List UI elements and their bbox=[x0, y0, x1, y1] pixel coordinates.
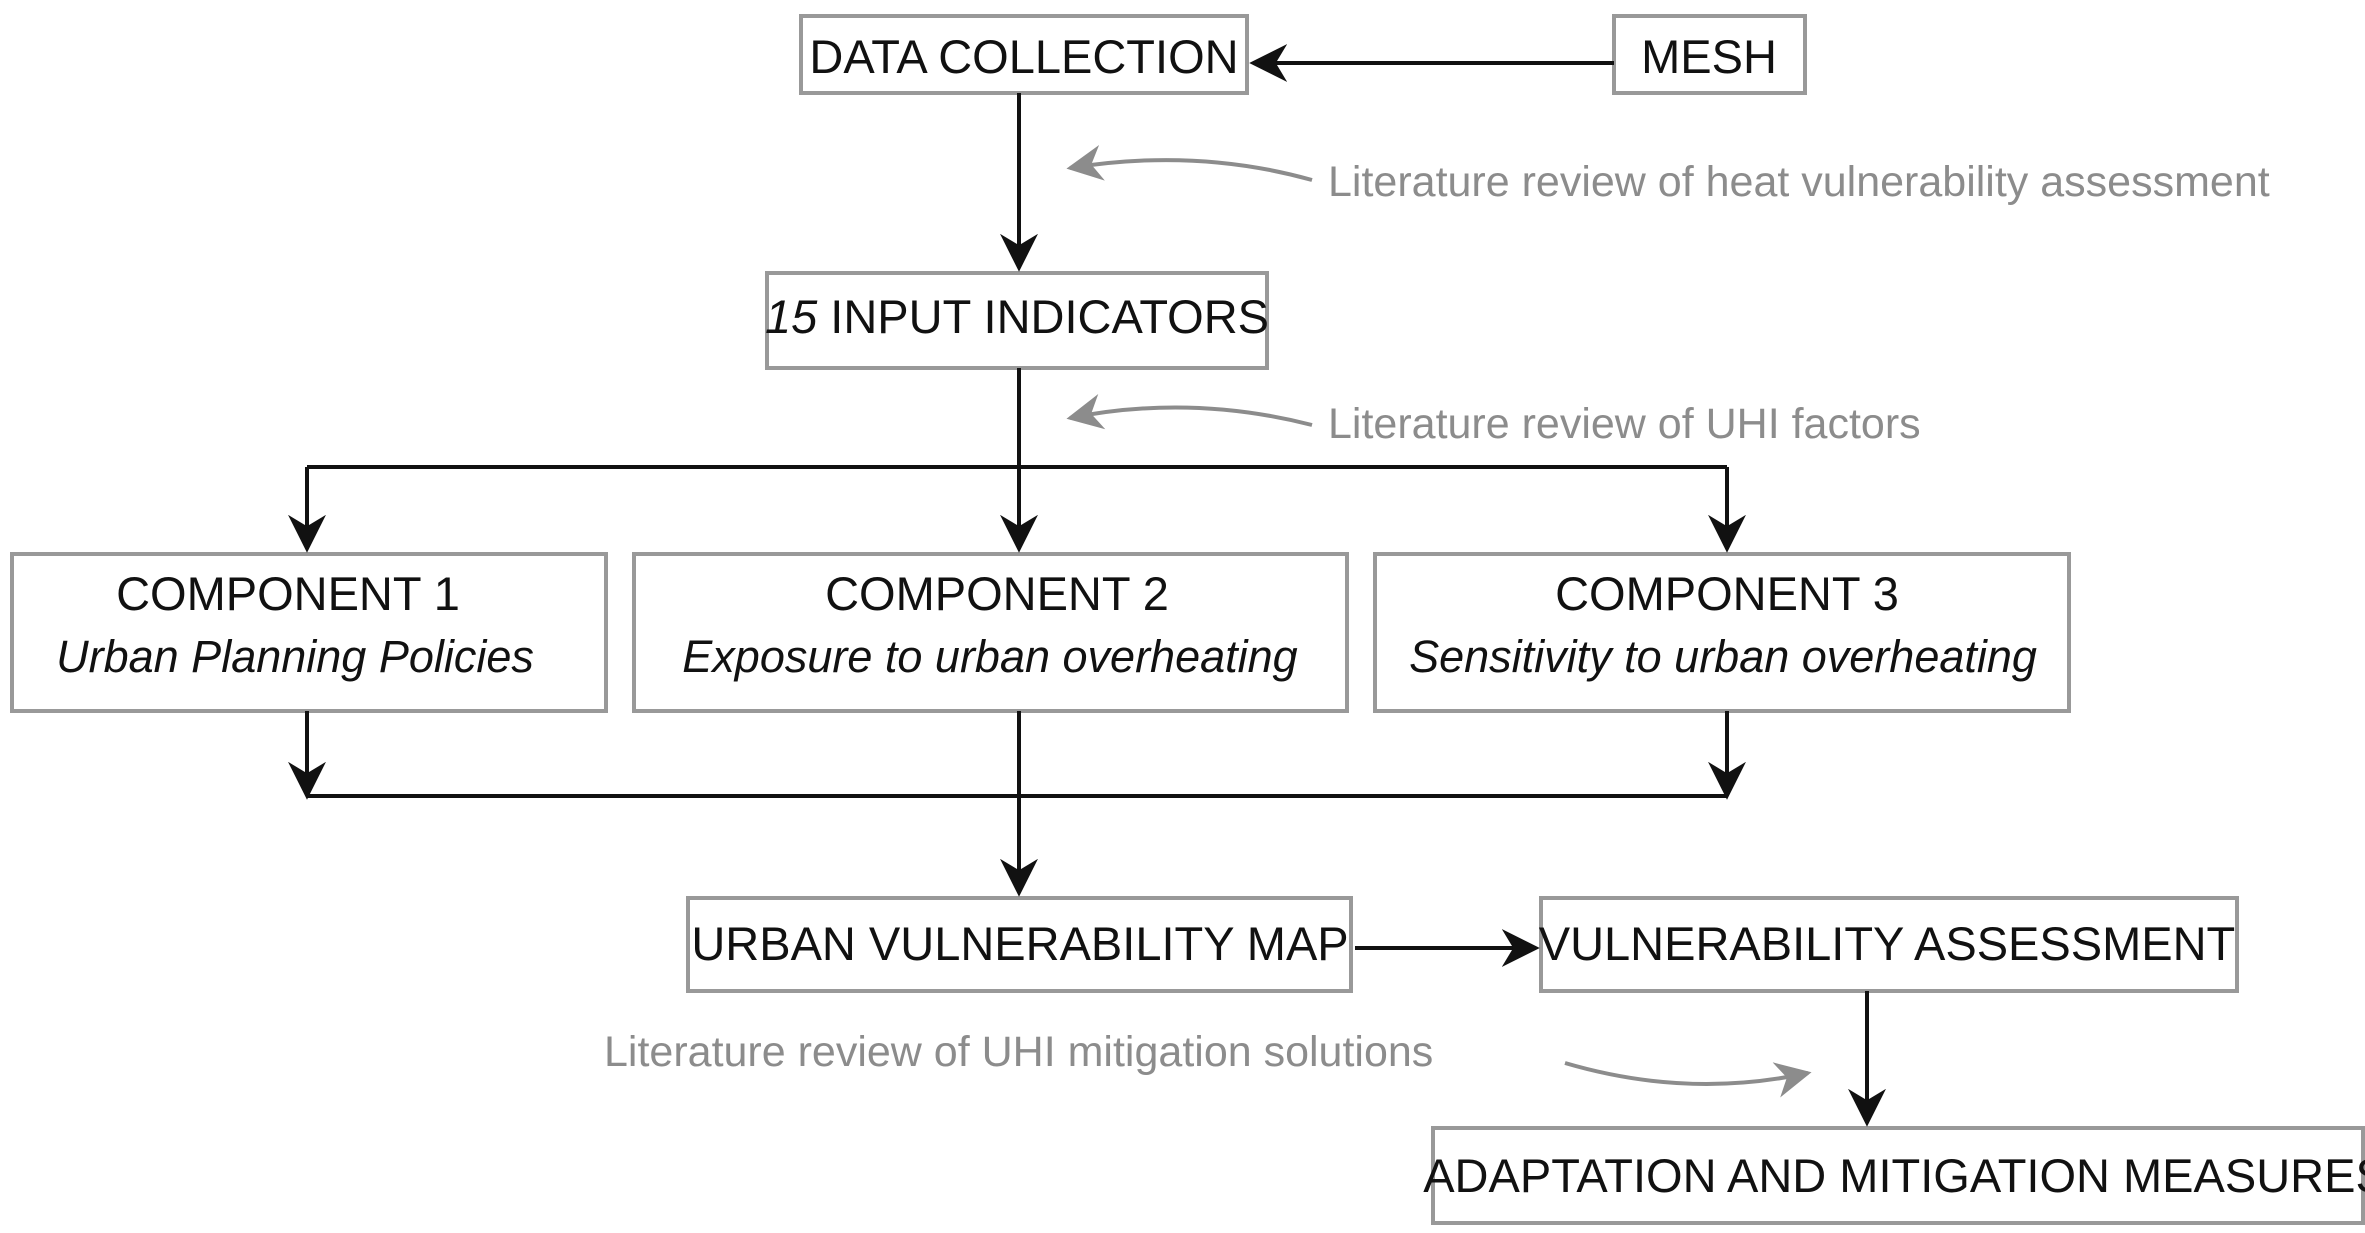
note-uhi-mitigation-review: Literature review of UHI mitigation solu… bbox=[604, 1028, 1433, 1076]
component1-title: COMPONENT 1 bbox=[116, 567, 460, 620]
node-component-2: COMPONENT 2 Exposure to urban overheatin… bbox=[632, 552, 1349, 713]
node-data-collection: DATA COLLECTION bbox=[799, 14, 1249, 95]
node-urban-vulnerability-map: URBAN VULNERABILITY MAP bbox=[686, 896, 1353, 993]
component2-subtitle: Exposure to urban overheating bbox=[682, 631, 1297, 682]
component2-title: COMPONENT 2 bbox=[825, 567, 1169, 620]
input-indicators-label: 15 INPUT INDICATORS bbox=[765, 290, 1269, 343]
node-component-3: COMPONENT 3 Sensitivity to urban overhea… bbox=[1373, 552, 2071, 713]
note-arrow-uhi-factors bbox=[1066, 394, 1313, 430]
node-component-1: COMPONENT 1 Urban Planning Policies bbox=[10, 552, 608, 713]
data-collection-label: DATA COLLECTION bbox=[809, 30, 1238, 83]
note-arrows bbox=[1066, 145, 1812, 1098]
component3-title: COMPONENT 3 bbox=[1555, 567, 1899, 620]
adaptation-measures-label: ADAPTATION AND MITIGATION MEASURES bbox=[1423, 1149, 2365, 1202]
note-arrow-uhi-mitigation bbox=[1564, 1061, 1812, 1098]
vulnerability-assessment-label: VULNERABILITY ASSESSMENT bbox=[1539, 917, 2236, 970]
note-heat-vulnerability-review: Literature review of heat vulnerability … bbox=[1328, 158, 2270, 206]
node-vulnerability-assessment: VULNERABILITY ASSESSMENT bbox=[1539, 896, 2239, 993]
component3-subtitle: Sensitivity to urban overheating bbox=[1409, 631, 2037, 682]
mesh-label: MESH bbox=[1641, 30, 1777, 83]
connectors bbox=[288, 44, 1886, 1127]
node-input-indicators: 15 INPUT INDICATORS bbox=[765, 271, 1269, 370]
note-uhi-factors-review: Literature review of UHI factors bbox=[1328, 400, 1921, 448]
input-indicators-count: 15 bbox=[765, 290, 818, 343]
component1-subtitle: Urban Planning Policies bbox=[56, 631, 534, 682]
input-indicators-text: INPUT INDICATORS bbox=[817, 290, 1269, 343]
node-adaptation-measures: ADAPTATION AND MITIGATION MEASURES bbox=[1423, 1126, 2365, 1225]
note-arrow-heat-vulnerability bbox=[1066, 145, 1313, 182]
node-mesh: MESH bbox=[1612, 14, 1807, 95]
urban-vulnerability-map-label: URBAN VULNERABILITY MAP bbox=[691, 917, 1348, 970]
